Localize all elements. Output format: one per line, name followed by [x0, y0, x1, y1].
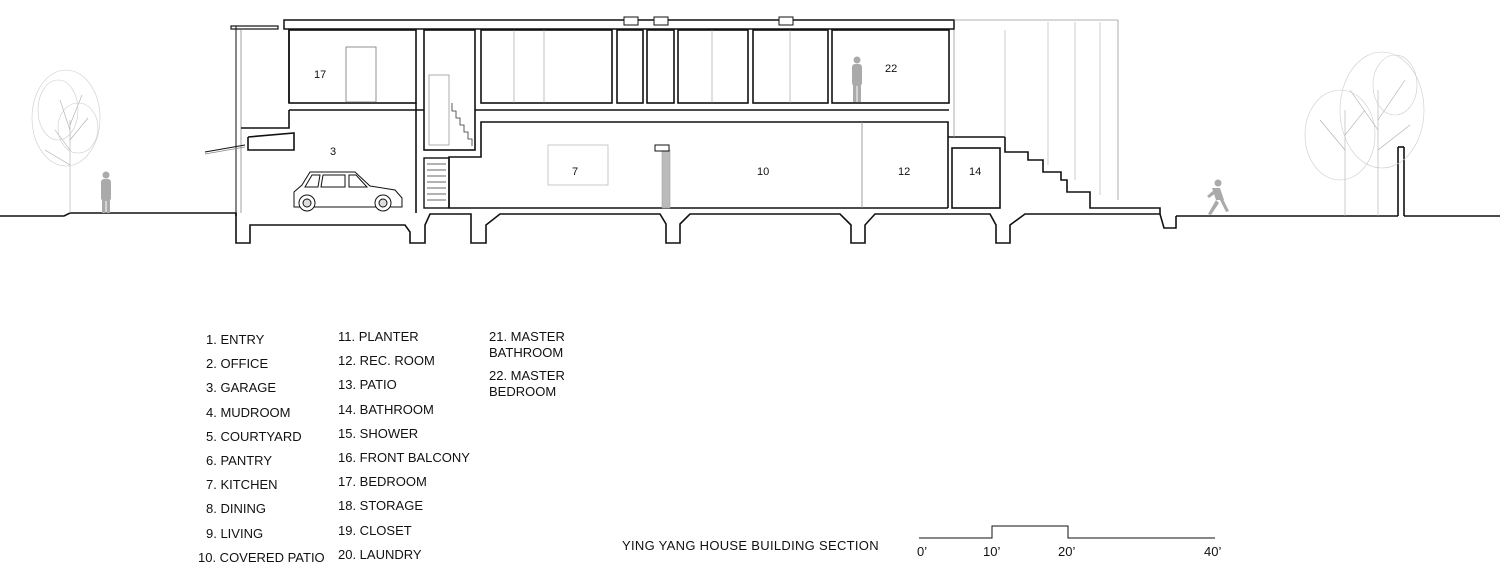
- scale-bar-line: [919, 525, 1215, 539]
- room-label-bedroom: 17: [314, 69, 326, 81]
- legend-column-1: 1. ENTRY 2. OFFICE 3. GARAGE 4. MUDROOM …: [198, 328, 325, 570]
- scale-bar: 0’ 10’ 20’ 40’: [917, 525, 1221, 559]
- legend-column-3: 21. MASTER BATHROOM 22. MASTER BEDROOM: [489, 329, 609, 407]
- legend-item: 1. ENTRY: [206, 332, 265, 347]
- building-shell: [230, 16, 1119, 213]
- scale-label-10: 10’: [983, 544, 1000, 559]
- foundation-outline: [235, 213, 1177, 244]
- person-left-figure: [101, 171, 111, 213]
- legend-item: 14. BATHROOM: [338, 401, 434, 417]
- legend-item: 7. KITCHEN: [206, 477, 278, 493]
- ground-floor-rooms: [448, 121, 1005, 209]
- stepped-terrace: [953, 22, 1161, 214]
- garage-block: [204, 30, 417, 213]
- drawing-title: YING YANG HOUSE BUILDING SECTION: [622, 538, 879, 553]
- building-section-drawing: 17 22 3 7 10 12 14: [0, 16, 1500, 244]
- legend-column-2: 11. PLANTER 12. REC. ROOM 13. PATIO 14. …: [338, 325, 470, 567]
- interior-stair: [423, 74, 473, 209]
- room-label-kitchen: 7: [572, 166, 578, 178]
- runner-figure: [1207, 179, 1229, 215]
- legend-item: 6. PANTRY: [206, 453, 272, 469]
- legend-item: 13. PATIO: [338, 377, 397, 393]
- legend-item: 4. MUDROOM: [206, 404, 291, 420]
- car-illustration: [293, 171, 403, 212]
- room-label-master-bedroom: 22: [885, 63, 897, 75]
- room-label-rec-room: 12: [898, 166, 910, 178]
- room-label-patio-room: 10: [757, 166, 769, 178]
- legend-item: 19. CLOSET: [338, 522, 412, 538]
- room-label-garage: 3: [330, 146, 336, 158]
- legend-item: 17. BEDROOM: [338, 474, 427, 490]
- legend-item: 9. LIVING: [206, 525, 264, 541]
- ground-line: [0, 146, 1500, 217]
- legend-item: 18. STORAGE: [338, 498, 424, 514]
- person-bedroom-figure: [852, 56, 862, 102]
- legend-item: 10. COVERED PATIO: [198, 549, 325, 565]
- legend-item: 3. GARAGE: [206, 380, 277, 396]
- legend-item: 20. LAUNDRY: [338, 546, 422, 562]
- legend-item: 21. MASTER BATHROOM: [489, 329, 565, 360]
- tree-left: [31, 69, 101, 213]
- scale-label-40: 40’: [1204, 544, 1221, 559]
- legend-item: 2. OFFICE: [206, 356, 269, 372]
- legend-item: 8. DINING: [206, 501, 266, 517]
- legend-item: 15. SHOWER: [338, 425, 419, 441]
- scale-label-0: 0’: [917, 544, 927, 559]
- room-label-bathroom: 14: [969, 166, 981, 178]
- legend-item: 11. PLANTER: [338, 329, 419, 344]
- tree-right: [1304, 51, 1425, 216]
- scale-label-20: 20’: [1058, 544, 1075, 559]
- legend-item: 16. FRONT BALCONY: [338, 450, 470, 466]
- legend-item: 22. MASTER BEDROOM: [489, 368, 565, 399]
- upper-floor-rooms: [288, 29, 950, 151]
- legend-item: 5. COURTYARD: [206, 428, 302, 444]
- legend-item: 12. REC. ROOM: [338, 353, 435, 369]
